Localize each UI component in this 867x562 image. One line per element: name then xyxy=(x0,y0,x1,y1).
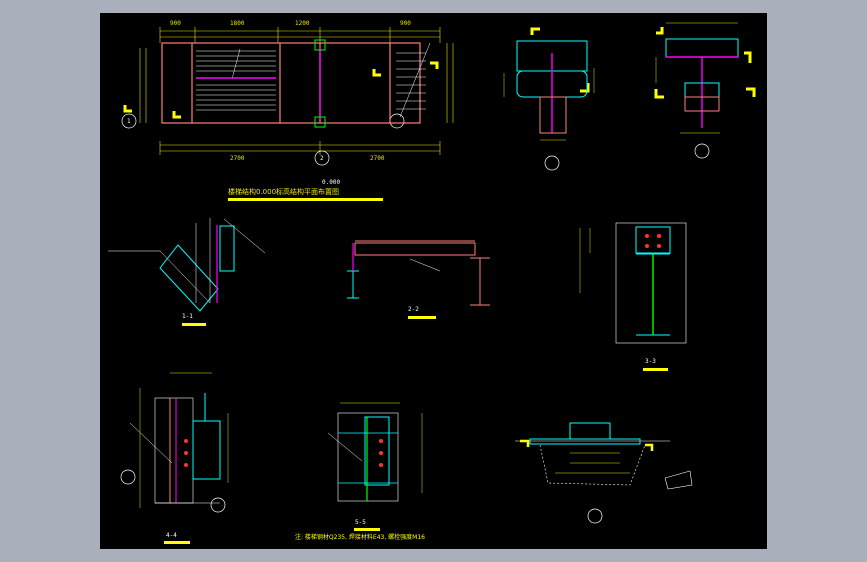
detail-beam-joint xyxy=(654,22,756,159)
plan-dim-bottom-2: 2700 xyxy=(370,155,385,162)
detail-foundation xyxy=(515,422,693,524)
section-5-5: 5-5 xyxy=(327,402,423,531)
stair-plan: 900 1800 1200 900 2700 2700 1 2 xyxy=(121,20,454,166)
plan-title: 楼梯结构0.000标高结构平面布置图 xyxy=(228,187,339,196)
section-1-1: 1-1 xyxy=(108,218,266,326)
section-5-5-underline xyxy=(354,528,380,531)
section-1-1-label: 1-1 xyxy=(182,313,193,320)
section-2-2-underline xyxy=(408,316,436,319)
grid-label-2: 2 xyxy=(320,155,324,162)
section-3-3-label: 3-3 xyxy=(645,358,656,365)
plan-title-underline xyxy=(228,198,383,201)
plan-dim-top-3: 1200 xyxy=(295,20,310,27)
plan-elevation-label: 0.000 xyxy=(322,179,340,186)
detail-column-base xyxy=(503,27,595,171)
section-4-4: 4-4 xyxy=(120,372,229,544)
cad-drawing: 900 1800 1200 900 2700 2700 1 2 0.000 楼梯… xyxy=(108,20,756,544)
section-4-4-label: 4-4 xyxy=(166,532,177,539)
section-3-3: 3-3 xyxy=(579,222,687,371)
section-3-3-underline xyxy=(643,368,668,371)
section-2-2-label: 2-2 xyxy=(408,306,419,313)
grid-label-1: 1 xyxy=(127,118,131,125)
plan-dim-top-1: 900 xyxy=(170,20,181,27)
section-2-2: 2-2 xyxy=(347,240,490,319)
section-1-1-underline xyxy=(182,323,206,326)
section-4-4-underline xyxy=(164,541,190,544)
plan-dim-bottom-1: 2700 xyxy=(230,155,245,162)
section-5-5-label: 5-5 xyxy=(355,519,366,526)
plan-dim-top-2: 1800 xyxy=(230,20,245,27)
drawing-note: 注: 楼梯钢材Q235, 焊接材料E43, 螺栓强度M16 xyxy=(295,533,425,541)
drawing-sheet: 900 1800 1200 900 2700 2700 1 2 0.000 楼梯… xyxy=(100,13,767,549)
plan-dim-top-4: 900 xyxy=(400,20,411,27)
